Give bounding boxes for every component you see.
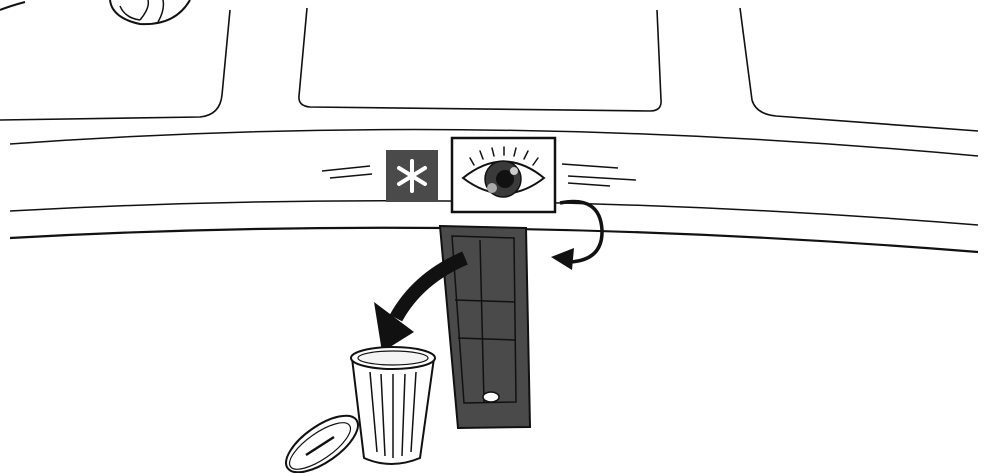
rotate-arrow-icon: [551, 199, 604, 270]
knob-icon: [0, 0, 191, 26]
asterisk-icon: [386, 150, 438, 202]
motion-lines: [321, 163, 637, 187]
trash-can-icon: [350, 346, 436, 465]
trash-lid-icon: [285, 414, 359, 473]
eye-icon: [450, 136, 557, 214]
upper-panel: [0, 7, 979, 132]
discard-arrow-icon: [374, 251, 468, 352]
filter-strip: [438, 224, 532, 430]
